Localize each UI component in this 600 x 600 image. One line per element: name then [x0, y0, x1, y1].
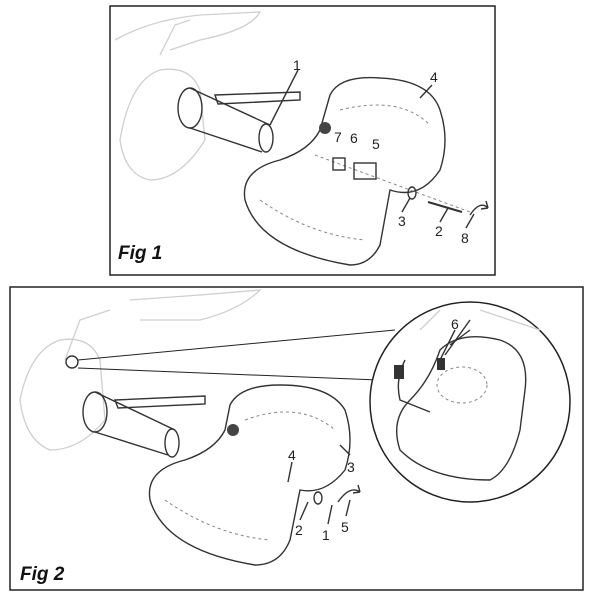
callout-5: 5: [341, 519, 349, 535]
fig2-zoom-lines: [77, 329, 396, 381]
fig2-grip: [82, 391, 206, 458]
fig1-grip: [177, 87, 301, 153]
callout-1: 1: [293, 57, 301, 73]
callout-6: 6: [350, 130, 358, 146]
callout-3: 3: [398, 213, 406, 229]
callout-3: 3: [347, 459, 355, 475]
fig1-leader-lines: [269, 69, 475, 229]
fig2-frame: [9, 286, 584, 591]
callout-6: 6: [451, 316, 459, 332]
callout-7: 7: [334, 129, 342, 145]
fig1-title: Fig 1: [118, 243, 162, 264]
callout-4: 4: [430, 69, 438, 85]
callout-2: 2: [435, 223, 443, 239]
callout-1: 1: [322, 527, 330, 543]
fig1-handguard: [243, 76, 489, 266]
fig2-leader-lines: [287, 444, 351, 525]
callout-2: 2: [295, 522, 303, 538]
fig2-motorcycle-outline: [19, 289, 262, 451]
fig1-motorcycle-outline: [114, 11, 262, 181]
callout-5: 5: [372, 136, 380, 152]
fig2-handguard: [148, 384, 361, 566]
fig2-detail-inset: [369, 301, 571, 503]
fig2-title: Fig 2: [20, 564, 65, 585]
fig1-frame: [109, 5, 496, 276]
callout-4: 4: [288, 447, 296, 463]
callout-8: 8: [461, 230, 469, 246]
